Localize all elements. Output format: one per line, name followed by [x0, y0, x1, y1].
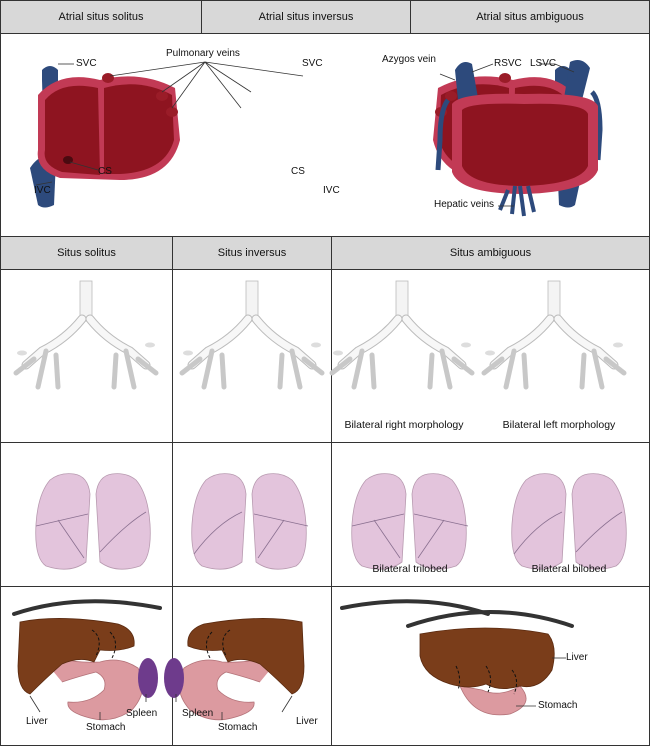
- bronchi-inversus: [182, 281, 322, 387]
- label-rsvc: RSVC: [494, 58, 522, 69]
- header-atrial-ambiguous: Atrial situs ambiguous: [410, 0, 650, 34]
- heart-solitus: [30, 63, 180, 208]
- label-spleen-solitus: Spleen: [126, 708, 158, 719]
- label-cs-left: CS: [98, 166, 112, 177]
- label-spleen-inversus: Spleen: [182, 708, 214, 719]
- abdomen-solitus: [12, 599, 162, 721]
- caption-bilateral-right-morphology: Bilateral right morphology: [344, 419, 464, 431]
- label-hepatic-veins: Hepatic veins: [434, 199, 495, 210]
- abdominal-organs: [12, 599, 574, 721]
- atrial-heart-diagrams: [30, 60, 603, 217]
- label-liver-inversus: Liver: [296, 716, 318, 727]
- header-situs-inversus: Situs inversus: [172, 236, 332, 270]
- label-svc-right: SVC: [302, 58, 323, 69]
- label-liver-ambiguous: Liver: [566, 652, 588, 663]
- lungs-inversus: [191, 473, 309, 570]
- label-stomach-ambiguous: Stomach: [538, 700, 578, 711]
- label-lsvc: LSVC: [530, 58, 557, 69]
- caption-bilateral-left-morphology: Bilateral left morphology: [502, 419, 616, 431]
- label-ivc-right: IVC: [323, 185, 340, 196]
- lungs-solitus: [35, 473, 151, 570]
- label-cs-right: CS: [291, 166, 305, 177]
- label-stomach-solitus: Stomach: [86, 722, 126, 733]
- lung-diagrams: [35, 473, 627, 570]
- label-liver-solitus: Liver: [26, 716, 48, 727]
- label-ivc-left: IVC: [34, 185, 51, 196]
- label-stomach-inversus: Stomach: [218, 722, 258, 733]
- caption-bilateral-bilobed: Bilateral bilobed: [531, 563, 607, 575]
- label-svc-left: SVC: [76, 58, 97, 69]
- pulmonary-veins-leaders: [109, 61, 304, 109]
- label-azygos-vein: Azygos vein: [382, 54, 436, 65]
- heart-ambiguous: [435, 60, 603, 217]
- lungs-bilateral-trilobed: [351, 473, 469, 570]
- caption-bilateral-trilobed: Bilateral trilobed: [372, 563, 448, 575]
- bronchi-bilateral-right: [332, 281, 472, 387]
- bronchi-solitus: [16, 281, 156, 387]
- abdomen-ambiguous: [406, 610, 574, 716]
- label-pulmonary-veins: Pulmonary veins: [166, 48, 240, 59]
- abdomen-inversus: [164, 599, 490, 721]
- bronchi-bilateral-left: [484, 281, 624, 387]
- header-situs-ambiguous: Situs ambiguous: [331, 236, 650, 270]
- header-situs-solitus: Situs solitus: [0, 236, 173, 270]
- lungs-bilateral-bilobed: [511, 473, 627, 570]
